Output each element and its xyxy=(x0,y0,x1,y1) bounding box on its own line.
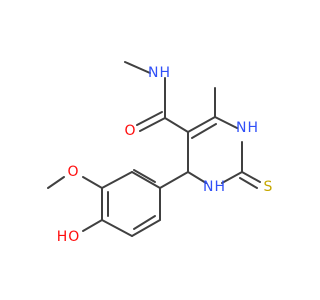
structure-svg: NH O NH NH S O HO xyxy=(47,61,273,245)
bond-c4-aryl xyxy=(159,171,189,189)
atom-n1-ring: NH xyxy=(236,120,258,136)
atom-o-methoxy: O xyxy=(67,164,78,180)
atom-n-amide: NH xyxy=(148,65,170,81)
bond-ar-2 xyxy=(101,171,133,189)
bond-nmethyl-n xyxy=(124,61,151,74)
bond-ar-1 xyxy=(131,171,161,189)
atom-s-thione: S xyxy=(264,179,273,195)
bond-c6-n1 xyxy=(214,116,238,129)
atom-n3-ring: NH xyxy=(203,179,225,195)
bond-ar-ohydroxy xyxy=(82,219,103,232)
bond-omethoxy-ch3 xyxy=(47,176,65,189)
bond-camide-c5 xyxy=(164,117,189,133)
bond-ar-omethoxy xyxy=(82,176,103,189)
bond-c2-s-2 xyxy=(239,177,258,189)
atom-o-hydroxy: HO xyxy=(57,229,80,245)
bonds xyxy=(47,61,261,237)
bond-c5-c6-1 xyxy=(187,116,216,133)
bond-ar-4 xyxy=(101,219,133,237)
bond-c2-s-1 xyxy=(241,171,261,183)
bond-c2-n3 xyxy=(221,171,243,184)
bond-n3-c4 xyxy=(187,171,207,184)
bond-c-o-2 xyxy=(136,111,163,126)
atom-o-carbonyl: O xyxy=(124,123,135,139)
molecule-diagram: NH O NH NH S O HO xyxy=(47,61,273,245)
bond-c5-c6-2 xyxy=(191,123,217,139)
atom-labels: NH O NH NH S O HO xyxy=(57,65,273,245)
bond-ar-1b xyxy=(133,169,156,183)
bond-ar-5b xyxy=(133,215,156,230)
bond-c-o-1 xyxy=(139,117,166,132)
bond-ar-5 xyxy=(131,219,161,237)
